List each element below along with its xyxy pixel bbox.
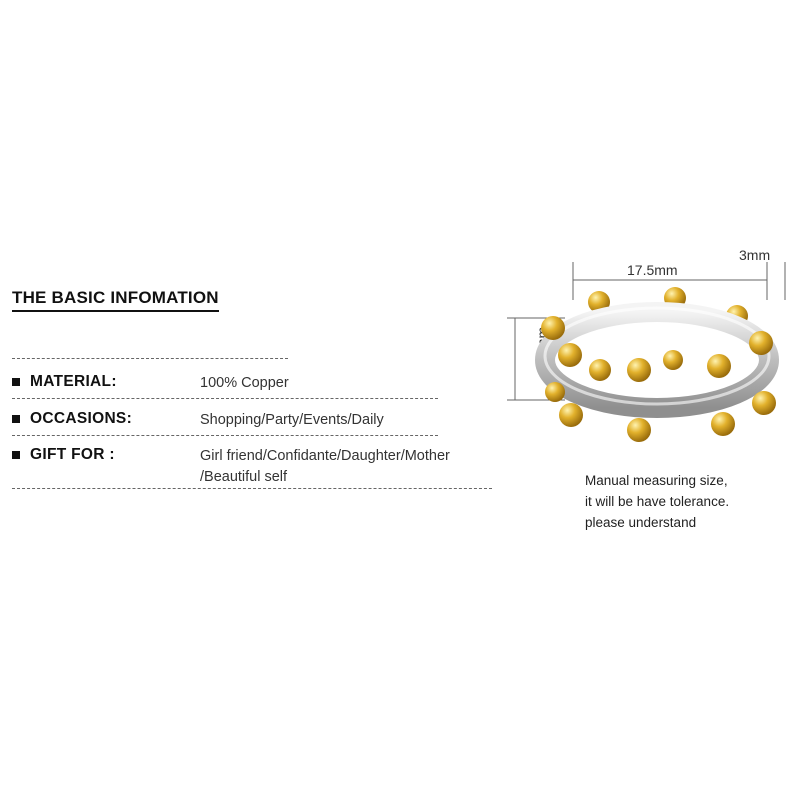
square-bullet-icon <box>12 451 20 459</box>
section-title: THE BASIC INFOMATION <box>12 288 219 312</box>
occasions-value: Shopping/Party/Events/Daily <box>200 412 384 428</box>
square-bullet-icon <box>12 378 20 386</box>
gift-label: GIFT FOR : <box>30 446 115 463</box>
ring-product-image: 17.5mm 3mm 9mm <box>507 247 786 442</box>
ring-front-beads <box>541 316 776 442</box>
divider-material <box>12 398 438 399</box>
square-bullet-icon <box>12 415 20 423</box>
width-dimension-label: 17.5mm <box>627 262 678 278</box>
note-line-3: please understand <box>585 515 697 530</box>
measurement-note: Manual measuring size, it will be have t… <box>585 470 729 533</box>
divider-gift <box>12 488 492 489</box>
divider-top <box>12 358 288 359</box>
note-line-2: it will be have tolerance. <box>585 494 730 509</box>
gift-value-line-2: /Beautiful self <box>200 469 288 485</box>
divider-occasions <box>12 435 438 436</box>
occasions-label: OCCASIONS: <box>30 410 133 427</box>
note-line-1: Manual measuring size, <box>585 473 728 488</box>
band-dimension-label: 3mm <box>739 247 770 263</box>
gift-value-line-1: Girl friend/Confidante/Daughter/Mother <box>200 448 450 464</box>
material-value: 100% Copper <box>200 375 289 391</box>
material-label: MATERIAL: <box>30 373 117 390</box>
ring-band-highlight <box>543 306 771 406</box>
gift-value: Girl friend/Confidante/Daughter/Mother /… <box>200 446 500 488</box>
